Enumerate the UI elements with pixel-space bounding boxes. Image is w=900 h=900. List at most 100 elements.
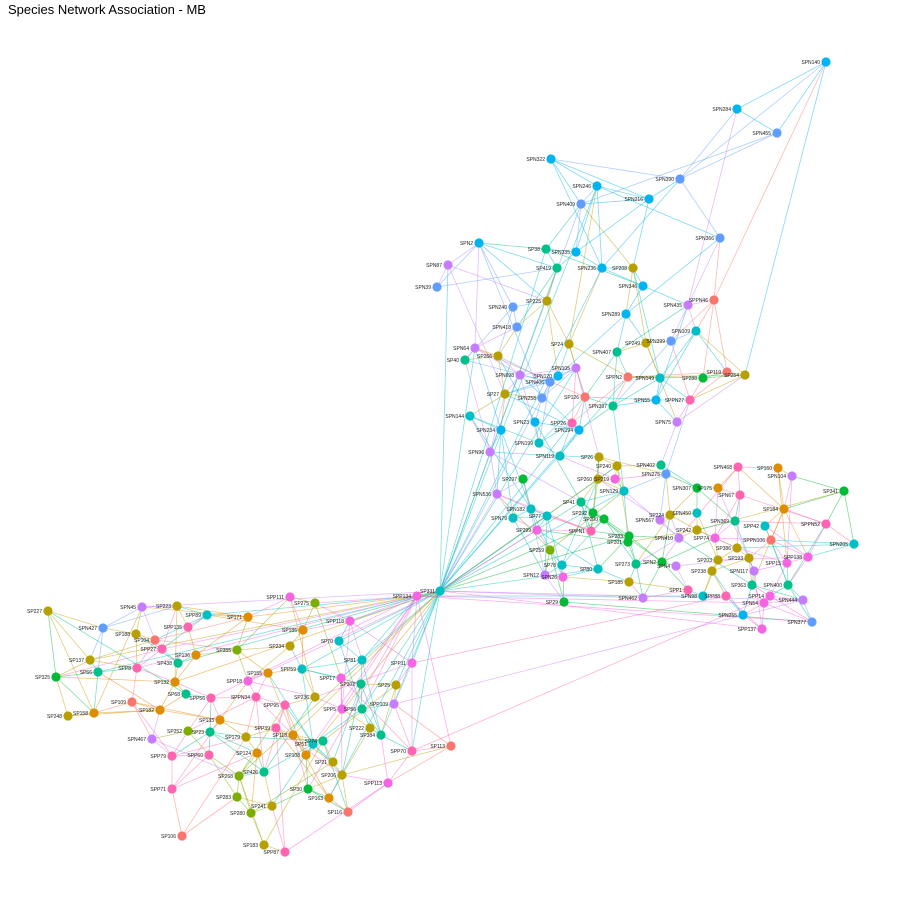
network-node	[246, 808, 256, 818]
network-edge	[478, 242, 547, 250]
network-edge	[263, 740, 324, 846]
network-edge	[635, 514, 671, 565]
network-edge	[776, 61, 827, 134]
network-edge	[519, 367, 577, 376]
node-label: SP186	[282, 628, 297, 634]
network-node	[89, 708, 99, 718]
network-edge	[616, 464, 662, 467]
node-label: SPN536	[472, 492, 491, 498]
node-label: SPN307	[672, 486, 691, 492]
node-label: SPN234	[476, 428, 495, 434]
network-edge	[393, 703, 413, 752]
network-node	[251, 692, 261, 702]
network-node	[732, 104, 742, 114]
network-edge	[439, 264, 449, 592]
node-label: SPP137	[738, 627, 757, 633]
node-label: SP38	[528, 247, 540, 253]
network-edge	[361, 659, 382, 736]
network-node	[288, 730, 298, 740]
node-label: SP201	[607, 540, 622, 546]
network-node	[496, 425, 506, 435]
network-node	[783, 580, 793, 590]
network-edge	[209, 731, 265, 773]
network-edge	[238, 752, 258, 777]
network-edge	[176, 605, 249, 618]
network-node	[298, 625, 308, 635]
node-label: SPP1	[669, 588, 682, 594]
node-label: SPN117	[730, 569, 748, 575]
network-node	[308, 739, 318, 749]
node-label: SPP59	[280, 667, 296, 673]
network-node	[234, 771, 244, 781]
network-node	[493, 351, 503, 361]
network-node	[672, 417, 682, 427]
network-node	[545, 377, 555, 387]
network-edge	[734, 520, 827, 525]
network-node	[655, 515, 665, 525]
node-label: SPN129	[599, 489, 618, 495]
node-label: SP188	[115, 632, 130, 638]
network-edge	[661, 514, 671, 563]
node-label: SP225	[526, 299, 541, 305]
node-label: SPN399	[646, 339, 665, 345]
network-edge	[541, 367, 577, 399]
network-edge	[670, 304, 689, 342]
network-edge	[387, 750, 413, 784]
network-node	[280, 847, 290, 857]
network-edge	[625, 267, 634, 315]
node-label: SPN467	[127, 737, 146, 743]
network-edge	[447, 264, 506, 395]
node-label: SPN55	[634, 398, 650, 404]
network-edge	[496, 429, 502, 495]
node-label: SPN96	[468, 450, 484, 456]
node-label: SP185	[608, 580, 623, 586]
network-edge	[292, 734, 330, 799]
network-edge	[474, 242, 480, 349]
network-node	[552, 263, 562, 273]
network-node	[665, 510, 675, 520]
network-node	[465, 411, 475, 421]
network-node	[612, 347, 622, 357]
network-edge	[447, 264, 548, 302]
network-node	[542, 296, 552, 306]
node-label: SPN435	[663, 303, 682, 309]
network-edge	[171, 731, 211, 757]
network-edge	[616, 304, 689, 353]
network-node	[357, 655, 367, 665]
network-edge	[380, 734, 389, 784]
network-edge	[550, 158, 681, 180]
node-label: SP77	[529, 514, 541, 520]
network-edge	[284, 704, 314, 745]
network-edge	[341, 620, 351, 710]
node-label: SP275	[294, 601, 309, 607]
node-label: SPP56	[189, 696, 205, 702]
network-node	[337, 704, 347, 714]
network-node	[713, 483, 723, 493]
network-node	[537, 393, 547, 403]
network-edge	[255, 696, 294, 736]
network-edge	[659, 473, 667, 521]
node-label: SP41	[563, 500, 575, 506]
network-edge	[695, 299, 715, 332]
network-edge	[625, 237, 721, 315]
node-label: SP426	[243, 770, 258, 776]
network-node	[43, 606, 53, 616]
network-node	[215, 715, 225, 725]
network-edge	[687, 237, 721, 306]
network-edge	[209, 697, 212, 733]
network-edge	[305, 590, 441, 756]
network-node	[557, 560, 567, 570]
network-edge	[301, 629, 304, 670]
network-edge	[439, 381, 551, 592]
network-node	[545, 545, 555, 555]
network-edge	[187, 697, 212, 732]
node-label: SP183	[243, 843, 258, 849]
node-label: SPN275	[641, 472, 660, 478]
network-edge	[247, 645, 291, 682]
node-label: SPN450	[672, 511, 691, 517]
labels-layer: SPN140SPN284SPN455SPN322SPN390SPN246SPN2…	[27, 60, 848, 856]
network-node	[759, 598, 769, 608]
network-edge	[661, 537, 680, 563]
node-label: SP27	[487, 392, 499, 398]
network-node	[541, 244, 551, 254]
